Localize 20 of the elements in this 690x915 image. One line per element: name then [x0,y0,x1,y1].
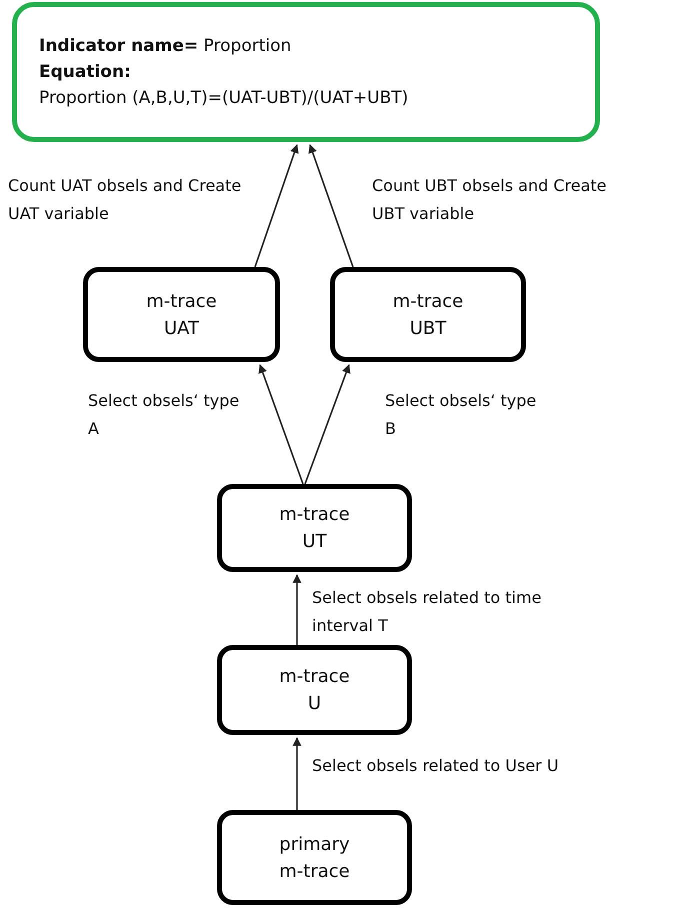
process-box [330,267,526,362]
node-text: primary m-trace [278,832,351,884]
node-text: m-trace UBT [392,290,464,340]
process-box [217,645,412,735]
node-text: m-trace UAT [145,290,218,340]
process-box [83,267,280,362]
node-text: m-trace U [278,665,351,716]
process-box [217,810,412,905]
node-text: Indicator name= Proportion [39,35,292,58]
arrow [308,144,354,268]
indicator-box [12,2,600,142]
arrow [292,737,302,810]
arrow [254,144,299,268]
arrow [258,364,304,484]
arrow [292,574,302,645]
node-text: m-trace UT [278,503,351,554]
node-text: Proportion (A,B,U,T)=(UAT-UBT)/(UAT+UBT) [39,87,408,110]
node-text: Equation: [39,61,131,84]
process-box [217,484,412,572]
arrow [304,364,350,484]
